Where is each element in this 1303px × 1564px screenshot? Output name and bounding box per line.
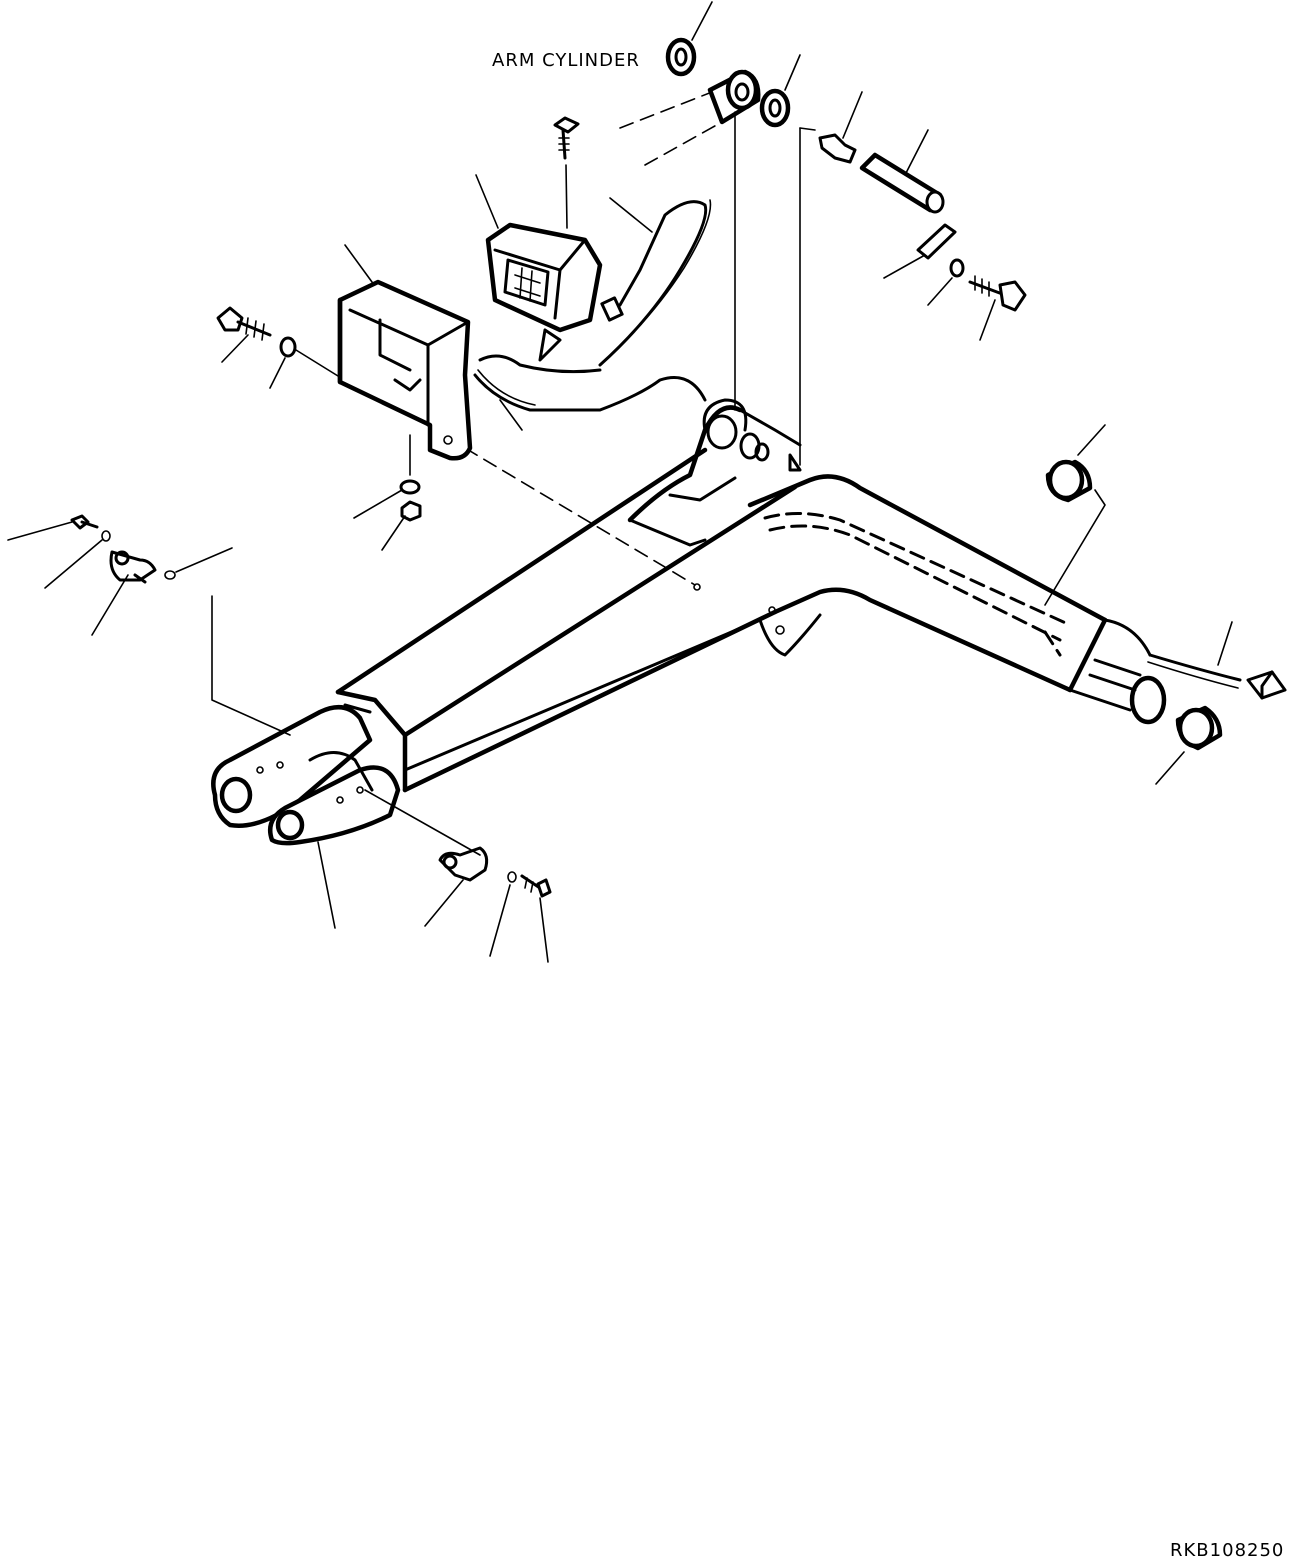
wiring-harness bbox=[473, 199, 1287, 700]
hardware-parts bbox=[70, 37, 1223, 898]
work-light bbox=[485, 222, 603, 362]
leader-lines bbox=[7, 1, 1233, 963]
light-guard-bracket bbox=[337, 279, 473, 461]
arm-tip-plates bbox=[211, 704, 401, 846]
drawing-code-label: RKB108250 bbox=[1170, 1540, 1284, 1561]
arm-cylinder-label: ARM CYLINDER bbox=[492, 50, 640, 71]
arm-body bbox=[335, 398, 1167, 793]
